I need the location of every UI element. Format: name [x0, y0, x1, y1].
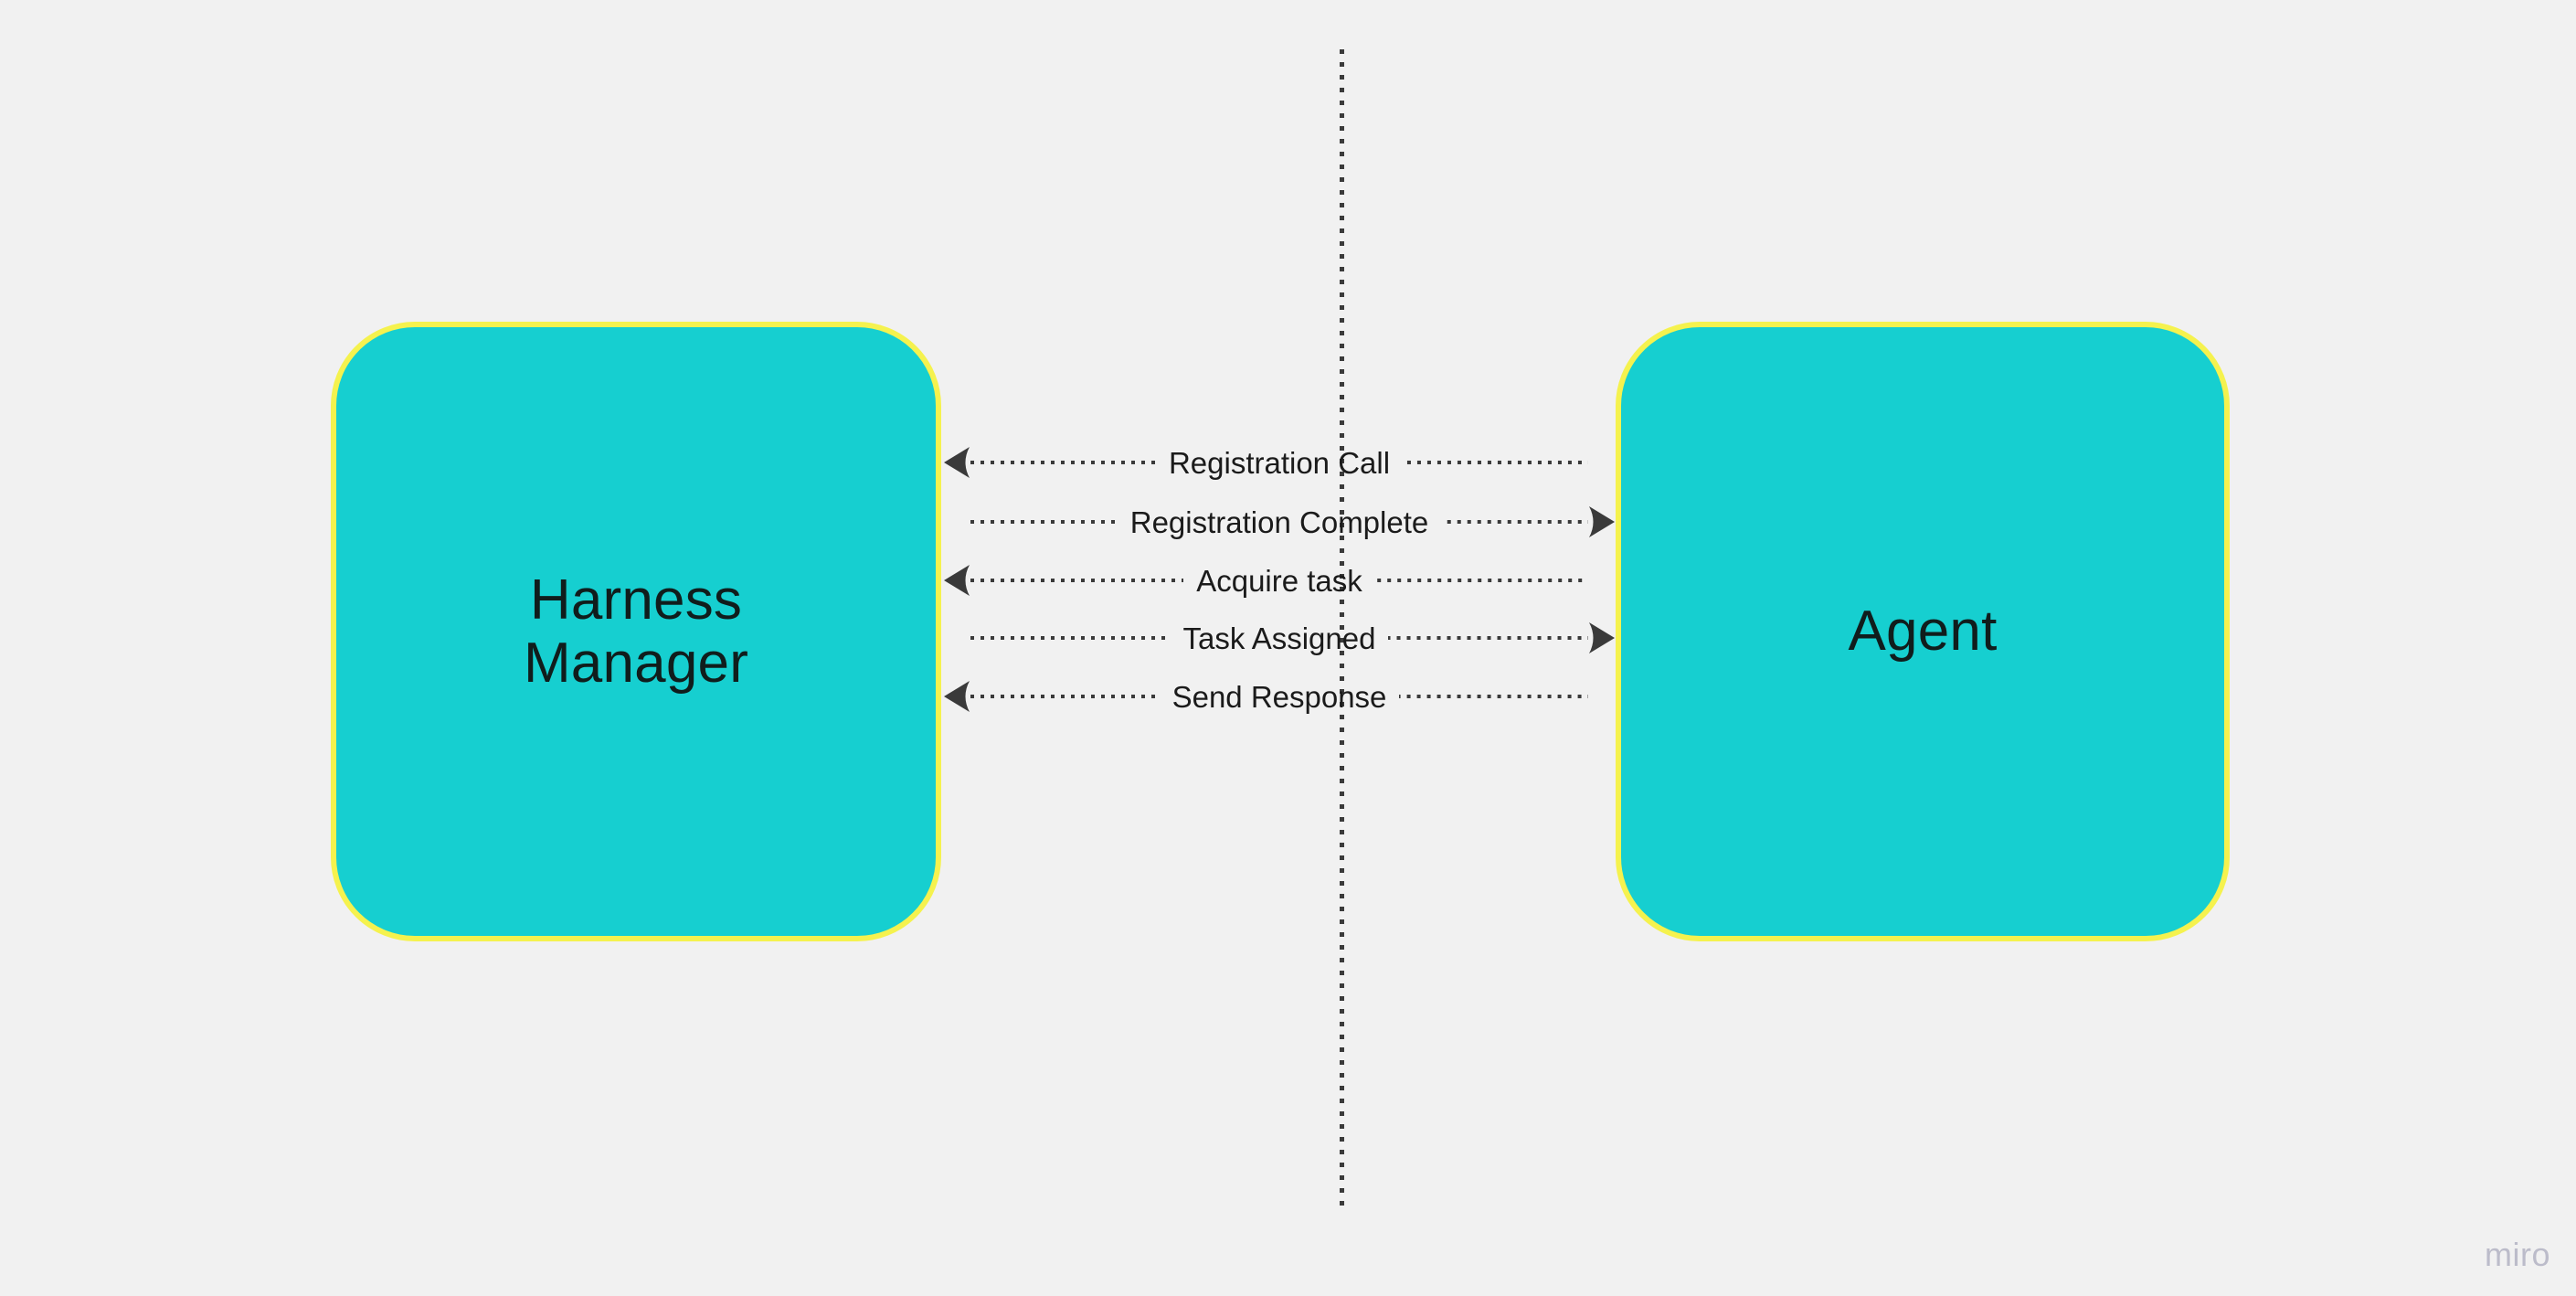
message-line-right	[1388, 636, 1588, 640]
miro-watermark: miro	[2485, 1236, 2550, 1273]
message-line-right	[1403, 461, 1589, 464]
message-label: Registration Call	[1168, 445, 1391, 480]
node-harness-manager-label: Harness Manager	[523, 568, 749, 695]
node-harness-manager[interactable]: Harness Manager	[331, 322, 941, 941]
arrow-left-icon	[943, 562, 970, 599]
vertical-dotted-divider	[1340, 49, 1344, 1210]
message-line-right	[1399, 695, 1588, 698]
node-agent-label: Agent	[1848, 600, 1998, 664]
message-row[interactable]: Registration Call	[943, 444, 1616, 481]
message-row[interactable]: Task Assigned	[943, 620, 1616, 656]
message-line-right	[1441, 520, 1588, 524]
message-row[interactable]: Registration Complete	[943, 504, 1616, 540]
node-agent[interactable]: Agent	[1616, 322, 2230, 941]
arrow-left-icon	[943, 678, 970, 715]
arrow-right-icon	[1588, 620, 1616, 656]
message-label: Registration Complete	[1129, 505, 1429, 539]
message-line-left	[970, 579, 1184, 582]
message-line-right	[1374, 579, 1588, 582]
arrow-left-icon	[943, 444, 970, 481]
message-line-left	[970, 520, 1118, 524]
message-label: Acquire task	[1196, 563, 1362, 598]
message-label: Send Response	[1171, 679, 1387, 714]
message-line-left	[970, 461, 1156, 464]
message-line-left	[970, 636, 1171, 640]
message-row[interactable]: Acquire task	[943, 562, 1616, 599]
arrow-right-icon	[1588, 504, 1616, 540]
message-row[interactable]: Send Response	[943, 678, 1616, 715]
message-line-left	[970, 695, 1160, 698]
message-label: Task Assigned	[1182, 621, 1376, 655]
